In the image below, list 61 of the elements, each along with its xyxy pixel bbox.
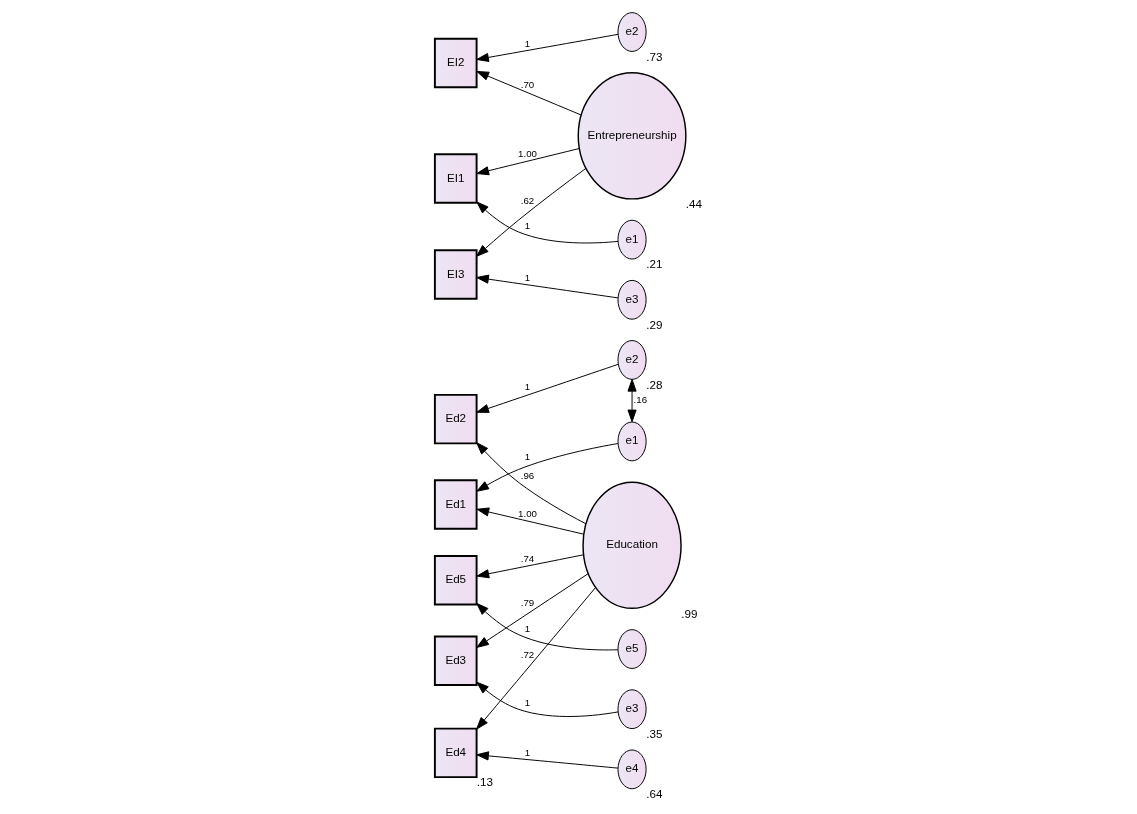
node-label: .64 <box>646 787 663 801</box>
node-box: EI3 <box>433 249 478 300</box>
edge-label: .70 <box>520 79 535 91</box>
edge-label: .74 <box>520 552 535 564</box>
edge-label: 1.00 <box>518 508 537 520</box>
arrow <box>476 443 619 492</box>
edge-label: .62 <box>520 194 535 206</box>
edge-label: .16 <box>633 394 648 406</box>
edge-label: 1.00 <box>518 148 537 160</box>
edge-label: 1 <box>524 381 531 393</box>
arrow <box>476 751 619 769</box>
node-label: .99 <box>681 606 698 620</box>
node-label: .44 <box>685 197 702 211</box>
node-box: Ed1 <box>433 479 478 530</box>
node-label: .29 <box>646 317 663 331</box>
node-box: Ed3 <box>433 635 478 686</box>
arrow <box>476 201 619 244</box>
node-box: Ed2 <box>433 393 478 445</box>
edge-label: .79 <box>520 597 535 609</box>
arrow <box>476 442 587 525</box>
node-ellipse: Entrepreneurship <box>577 72 687 200</box>
node-ellipse: e1 <box>617 421 647 462</box>
node-box: EI2 <box>433 37 478 89</box>
edge-label: 1 <box>524 746 531 758</box>
arrow <box>476 602 619 651</box>
node-label: .21 <box>646 257 663 271</box>
node-label: .13 <box>476 775 493 789</box>
node-ellipse: e1 <box>617 219 647 260</box>
node-ellipse: Education <box>582 481 682 610</box>
arrow <box>476 363 619 413</box>
arrow <box>627 379 637 423</box>
arrow <box>476 573 589 648</box>
node-ellipse: e3 <box>617 279 647 320</box>
edge-label: 1 <box>524 697 531 709</box>
node-ellipse: e5 <box>617 629 647 669</box>
edge-label: 1 <box>524 622 531 634</box>
arrow <box>476 33 619 62</box>
arrow <box>476 274 619 299</box>
arrow <box>476 507 584 535</box>
node-label: .35 <box>646 726 663 740</box>
node-ellipse: e2 <box>617 12 647 52</box>
edge-label: 1 <box>524 219 531 231</box>
arrow <box>476 681 619 717</box>
node-box: Ed5 <box>433 554 478 606</box>
arrow <box>476 148 580 176</box>
arrow <box>476 554 584 579</box>
node-ellipse: e3 <box>617 689 647 730</box>
node-label: .73 <box>646 49 663 63</box>
arrow <box>476 587 597 730</box>
edge-label: 1 <box>524 450 531 462</box>
node-box: Ed4 <box>433 727 478 779</box>
arrow <box>476 167 587 257</box>
node-ellipse: e4 <box>617 749 647 790</box>
edge-label: 1 <box>524 37 531 49</box>
node-box: EI1 <box>433 153 478 204</box>
arrow <box>476 71 582 116</box>
node-label: .28 <box>646 377 663 391</box>
node-ellipse: e2 <box>617 340 647 380</box>
edge-label: .96 <box>520 470 535 482</box>
edge-label: 1 <box>524 272 531 284</box>
edge-label: .72 <box>520 648 535 660</box>
